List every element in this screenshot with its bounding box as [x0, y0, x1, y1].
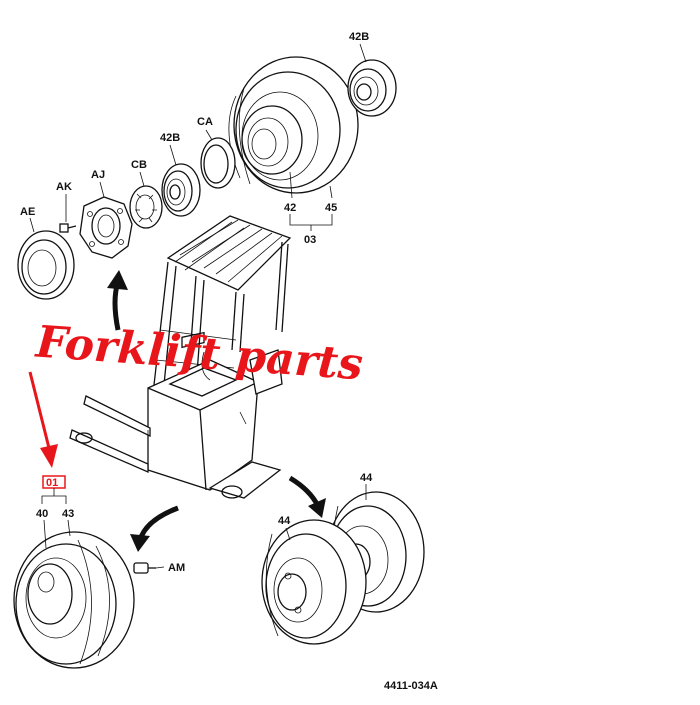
arrow-to-drive-wheel	[107, 270, 128, 331]
callout-44-rear: 44	[360, 472, 373, 484]
cap-ae	[17, 230, 75, 300]
callout-44-front: 44	[278, 515, 291, 527]
seal-ring-ca	[200, 137, 236, 189]
callout-42b-top: 42B	[349, 31, 369, 43]
load-wheel	[13, 531, 135, 669]
forklift-truck	[69, 215, 292, 499]
arrow-to-load-wheel	[130, 505, 179, 552]
bolt-ak	[59, 223, 77, 233]
drawing-number: 4411-034A	[384, 680, 438, 692]
bearing-42b-top	[347, 59, 397, 117]
callout-ak: AK	[56, 181, 72, 193]
callout-03: 03	[304, 234, 316, 246]
hub-flange-aj	[79, 196, 133, 259]
callout-cb: CB	[131, 159, 147, 171]
callout-ca: CA	[197, 116, 213, 128]
callout-42: 42	[284, 202, 296, 214]
bearing-42b-mid	[161, 163, 201, 217]
drive-wheel-tire	[228, 56, 359, 194]
callout-43: 43	[62, 508, 74, 520]
callout-01: 01	[46, 477, 58, 489]
spacer-cb	[129, 185, 163, 229]
callout-labels: 42B CA 42B CB AJ AK AE 42 45 03 01 40 43…	[20, 31, 373, 574]
red-pointer-arrow	[28, 371, 58, 468]
top-leader-lines	[29, 43, 367, 233]
arrow-to-castor-wheels	[288, 475, 326, 518]
callout-ae: AE	[20, 206, 35, 218]
callout-am: AM	[168, 562, 185, 574]
callout-42b-mid: 42B	[160, 132, 180, 144]
castor-wheel-front	[261, 519, 367, 645]
screw-am	[133, 562, 165, 574]
callout-40: 40	[36, 508, 48, 520]
callout-45: 45	[325, 202, 337, 214]
callout-01-bracket	[41, 475, 71, 549]
callout-aj: AJ	[91, 169, 105, 181]
